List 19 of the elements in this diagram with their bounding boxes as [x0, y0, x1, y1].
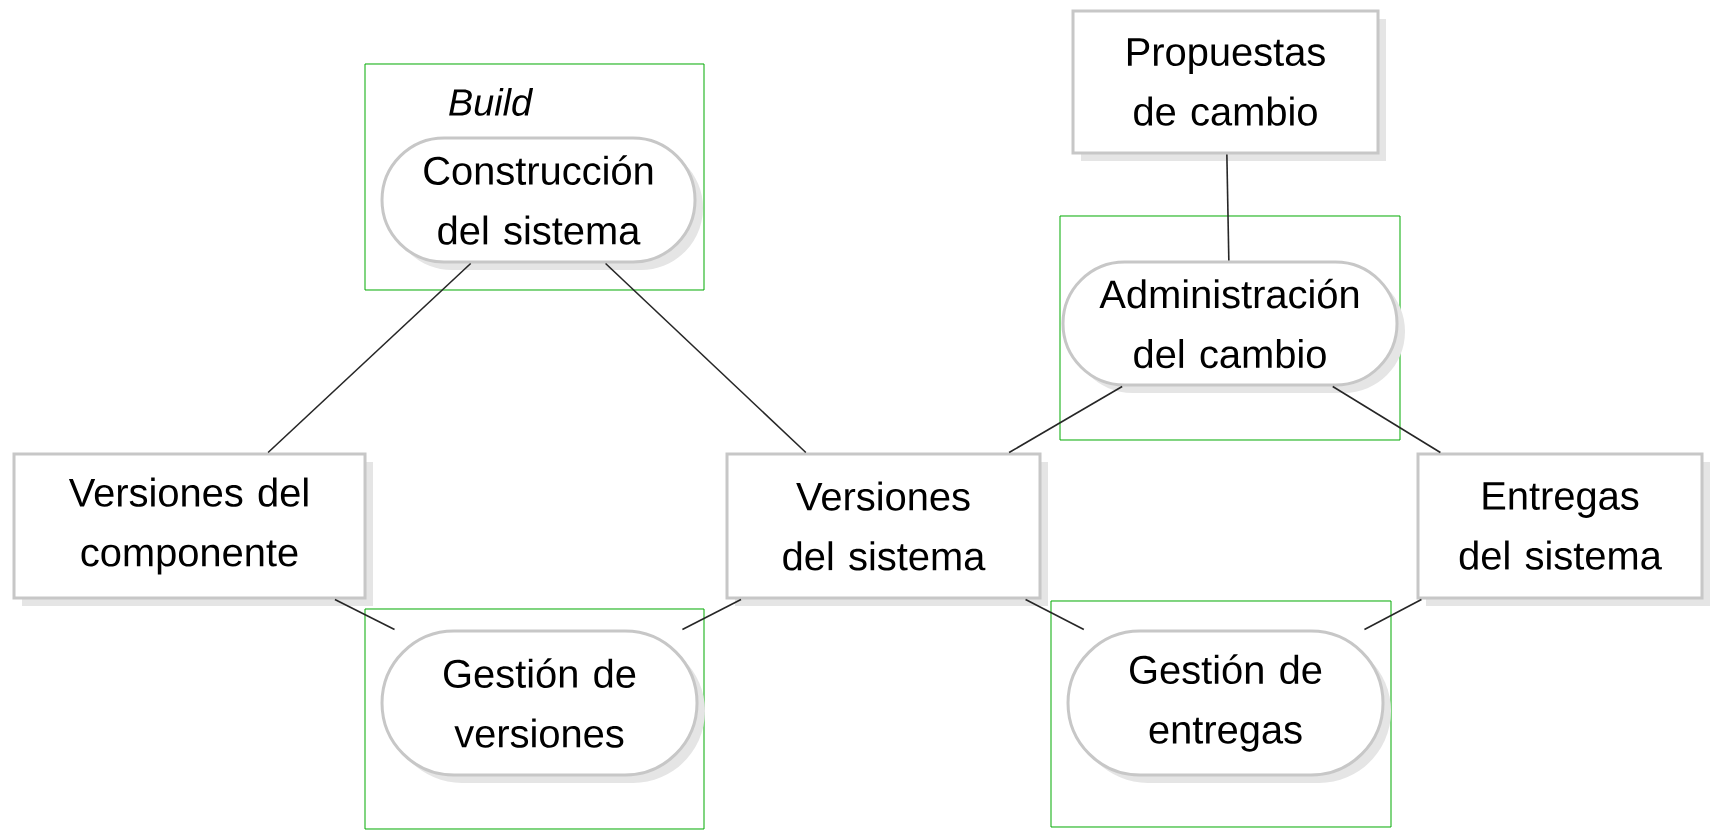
- connector-line: [681, 598, 742, 631]
- connector-line: [604, 262, 807, 454]
- group-frame: [364, 608, 705, 830]
- activity-stadium: Gestión de versiones: [380, 629, 705, 783]
- activity-stadium: Administración del cambio: [1061, 260, 1405, 393]
- connector-line: [1331, 385, 1442, 454]
- group-frame: [1050, 600, 1392, 828]
- group-frame: [1059, 215, 1401, 441]
- process-box: Propuestas de cambio: [1071, 9, 1386, 161]
- connector-line: [267, 262, 472, 454]
- process-box: Versiones del sistema: [725, 452, 1048, 606]
- activity-stadium: Construcción del sistema: [380, 136, 703, 270]
- connector-line: [334, 598, 396, 631]
- process-box: Entregas del sistema: [1416, 452, 1710, 606]
- connector-line: [1363, 598, 1423, 631]
- process-box: Versiones del componente: [12, 452, 373, 606]
- connector-line: [1226, 153, 1230, 262]
- connector-line: [1008, 385, 1123, 454]
- activity-stadium: Gestión de entregas: [1066, 629, 1391, 783]
